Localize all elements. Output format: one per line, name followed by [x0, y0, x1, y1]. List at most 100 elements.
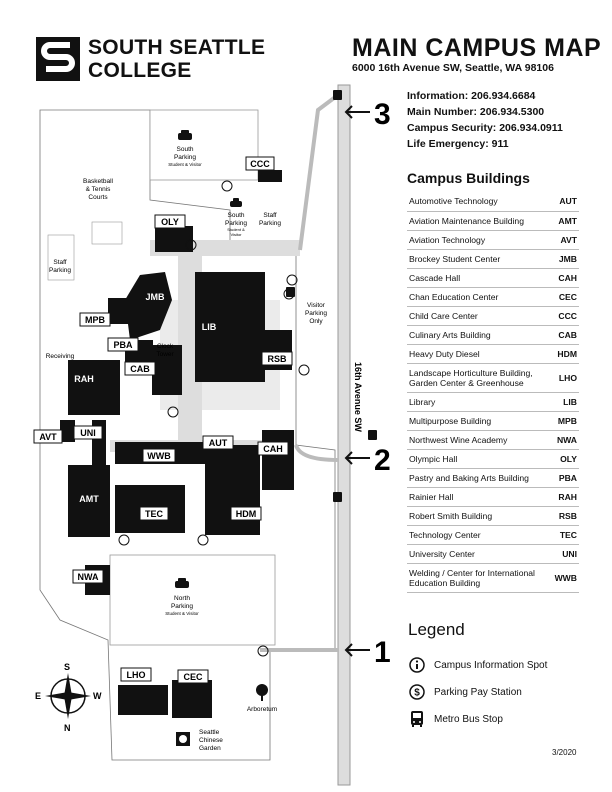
svg-text:1: 1: [374, 636, 391, 669]
building-name: Robert Smith Building: [407, 506, 553, 526]
building-name: Library: [407, 392, 553, 412]
svg-text:Parking: Parking: [259, 220, 281, 227]
building-name: Pastry and Baking Arts Building: [407, 468, 553, 488]
svg-text:2: 2: [374, 444, 391, 477]
building-lib: [195, 272, 265, 382]
legend-heading: Legend: [408, 620, 465, 639]
svg-text:North: North: [174, 595, 190, 602]
building-amt: [68, 465, 110, 537]
svg-text:Courts: Courts: [88, 194, 108, 201]
svg-text:AVT: AVT: [39, 432, 57, 442]
page-title: MAIN CAMPUS MAP: [352, 34, 602, 62]
svg-text:E: E: [35, 691, 41, 701]
building-name: Child Care Center: [407, 306, 553, 326]
campus-address: 6000 16th Avenue SW, Seattle, WA 98106: [352, 62, 554, 74]
building-name: Heavy Duty Diesel: [407, 344, 553, 364]
svg-text:Student &: Student &: [227, 227, 245, 232]
building-name: Automotive Technology: [407, 192, 553, 212]
building-name: Multipurpose Building: [407, 411, 553, 431]
svg-text:Student & Visitor: Student & Visitor: [165, 611, 199, 616]
building-rah: [68, 360, 120, 415]
building-code: PBA: [552, 468, 579, 488]
building-name: Welding / Center for International Educa…: [407, 563, 553, 593]
building-name: Northwest Wine Academy: [407, 430, 553, 450]
building-code: TEC: [552, 525, 579, 545]
info-spots: [118, 239, 310, 546]
tennis-courts: [91, 221, 123, 245]
building-ccc: [258, 170, 282, 182]
building-code: RAH: [552, 487, 579, 507]
svg-text:Staff: Staff: [263, 212, 276, 219]
svg-text:MPB: MPB: [85, 315, 106, 325]
contact-list: Information: 206.934.6684 Main Number: 2…: [407, 88, 563, 152]
svg-text:JMB: JMB: [145, 292, 165, 302]
svg-text:Seattle: Seattle: [199, 729, 220, 736]
building-name: Rainier Hall: [407, 487, 553, 507]
svg-text:Visitor: Visitor: [230, 232, 242, 237]
svg-text:3: 3: [374, 98, 391, 131]
car-icon: [230, 198, 242, 207]
svg-text:AMT: AMT: [79, 494, 99, 504]
contact-main-number: Main Number: 206.934.5300: [407, 106, 545, 118]
building-name: University Center: [407, 544, 553, 564]
tree-icon: [256, 684, 268, 701]
entrance-1: 1: [344, 636, 391, 669]
dollar-icon: $: [408, 683, 426, 701]
legend-item-pay: $ Parking Pay Station: [408, 682, 522, 702]
building-code: AUT: [552, 192, 579, 212]
svg-text:Only: Only: [309, 318, 323, 325]
campus-map: 16th Avenue SW 3 2 1 South Parking Stude…: [33, 84, 391, 786]
building-labels: OLY CCC JMB MPB LIB RSB PBA CAB RAH AVT …: [33, 156, 293, 684]
svg-text:HDM: HDM: [236, 509, 257, 519]
svg-text:W: W: [93, 691, 102, 701]
street-16th-avenue: [337, 84, 351, 786]
legend-item-info: Campus Information Spot: [408, 655, 547, 675]
svg-text:TEC: TEC: [145, 509, 164, 519]
entrance-3-road: [298, 93, 340, 251]
buildings-heading: Campus Buildings: [407, 170, 530, 186]
building-name: Cascade Hall: [407, 268, 553, 288]
building-code: LIB: [552, 392, 579, 412]
svg-text:Chinese: Chinese: [199, 737, 223, 744]
entrance-3: 3: [344, 98, 391, 131]
building-code: WWB: [552, 563, 579, 593]
building-name: Brockey Student Center: [407, 249, 553, 269]
building-code: CAB: [552, 325, 579, 345]
svg-text:NWA: NWA: [78, 572, 99, 582]
svg-text:AUT: AUT: [209, 438, 228, 448]
building-code: RSB: [552, 506, 579, 526]
svg-text:Tower: Tower: [156, 351, 174, 358]
building-code: MPB: [552, 411, 579, 431]
pay-stations: [221, 180, 298, 657]
building-code: HDM: [552, 344, 579, 364]
building-name: Aviation Technology: [407, 230, 553, 250]
building-code: NWA: [552, 430, 579, 450]
bus-icon: [408, 710, 426, 728]
bus-stops: [286, 90, 377, 502]
entrance-2: 2: [344, 444, 391, 477]
north-parking-lot: [109, 554, 276, 646]
car-icon: [175, 578, 189, 588]
svg-text:WWB: WWB: [147, 451, 171, 461]
contact-campus-security: Campus Security: 206.934.0911: [407, 122, 563, 134]
svg-text:Basketball: Basketball: [83, 178, 114, 185]
building-shapes: [60, 170, 294, 718]
info-icon: [408, 656, 426, 674]
building-lho: [118, 685, 168, 715]
svg-text:South: South: [177, 146, 194, 153]
svg-text:Arboretum: Arboretum: [247, 706, 277, 713]
svg-text:LIB: LIB: [202, 322, 217, 332]
